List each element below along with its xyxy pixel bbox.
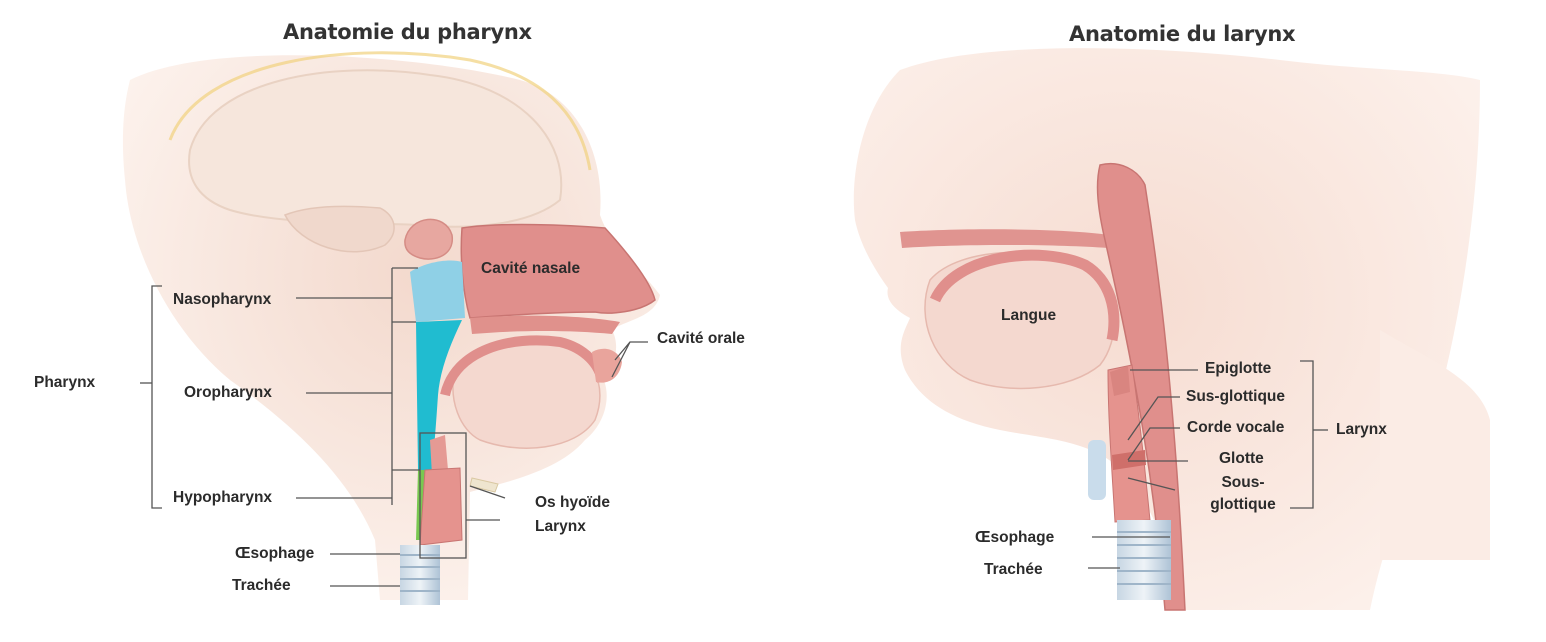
larynx-title: Anatomie du larynx	[1069, 22, 1296, 46]
label-larynx-right: Larynx	[1336, 421, 1387, 438]
region-bracket	[391, 267, 420, 505]
label-cavite-nasale: Cavité nasale	[481, 260, 581, 277]
skull-outline	[168, 51, 592, 171]
tongue-arch-right	[929, 249, 1120, 342]
right-head-silhouette	[853, 48, 1480, 610]
pharynx-wall-right	[1096, 163, 1186, 611]
label-os-hyoide: Os hyoïde	[535, 494, 610, 511]
os-hyoide-leader	[469, 485, 506, 499]
label-oesophage-right: Œsophage	[975, 529, 1055, 546]
label-trachee-left: Trachée	[232, 577, 291, 594]
trachea-rings-left	[400, 554, 440, 592]
pharynx-leader-lines	[140, 267, 648, 587]
neck-skin	[1380, 330, 1490, 560]
epiglottis-right	[1110, 366, 1130, 396]
nasopharynx-region	[410, 260, 465, 322]
hard-palate	[470, 315, 620, 334]
label-sus-glottique: Sus-glottique	[1186, 388, 1286, 405]
label-larynx-left: Larynx	[535, 518, 586, 535]
label-nasopharynx: Nasopharynx	[173, 291, 272, 308]
label-epiglotte: Epiglotte	[1205, 360, 1272, 377]
epiglottis-left	[430, 435, 448, 475]
larynx-box-left	[419, 432, 467, 559]
cerebellum	[283, 205, 395, 253]
cartilage-right	[1088, 440, 1106, 500]
trachea-right	[1117, 520, 1171, 600]
pharynx-bracket	[151, 285, 162, 509]
label-hypopharynx: Hypopharynx	[173, 489, 273, 506]
nasal-cavity-shape	[460, 223, 656, 319]
label-langue: Langue	[1001, 307, 1057, 324]
sinus	[404, 218, 453, 260]
label-cavite-orale: Cavité orale	[657, 330, 745, 347]
brain-outline	[188, 69, 563, 228]
pharynx-title: Anatomie du pharynx	[283, 20, 532, 44]
sus-glottique-leader	[1127, 396, 1180, 441]
trachea-rings-right	[1117, 531, 1171, 585]
larynx-head-illustration	[853, 48, 1490, 611]
larynx-tube-left	[419, 467, 463, 546]
label-oesophage-left: Œsophage	[235, 545, 315, 562]
cavite-orale-leader	[611, 341, 648, 378]
label-pharynx: Pharynx	[34, 374, 96, 391]
sous-glottique-leader	[1127, 477, 1176, 491]
vocal-folds	[1112, 450, 1146, 470]
label-oropharynx: Oropharynx	[184, 384, 272, 401]
hyoid-bone	[469, 477, 499, 493]
label-corde-vocale: Corde vocale	[1187, 419, 1285, 436]
corde-vocale-leader	[1127, 427, 1180, 461]
label-glotte: Glotte	[1219, 450, 1264, 467]
label-trachee-right: Trachée	[984, 561, 1043, 578]
palate-right	[900, 229, 1110, 248]
lip-region	[592, 348, 622, 383]
larynx-bracket-right	[1290, 360, 1314, 509]
label-sous-glottique-line2: glottique	[1210, 496, 1276, 513]
label-sous-glottique-line1: Sous-	[1221, 474, 1265, 491]
larynx-leader-lines	[1088, 360, 1328, 569]
